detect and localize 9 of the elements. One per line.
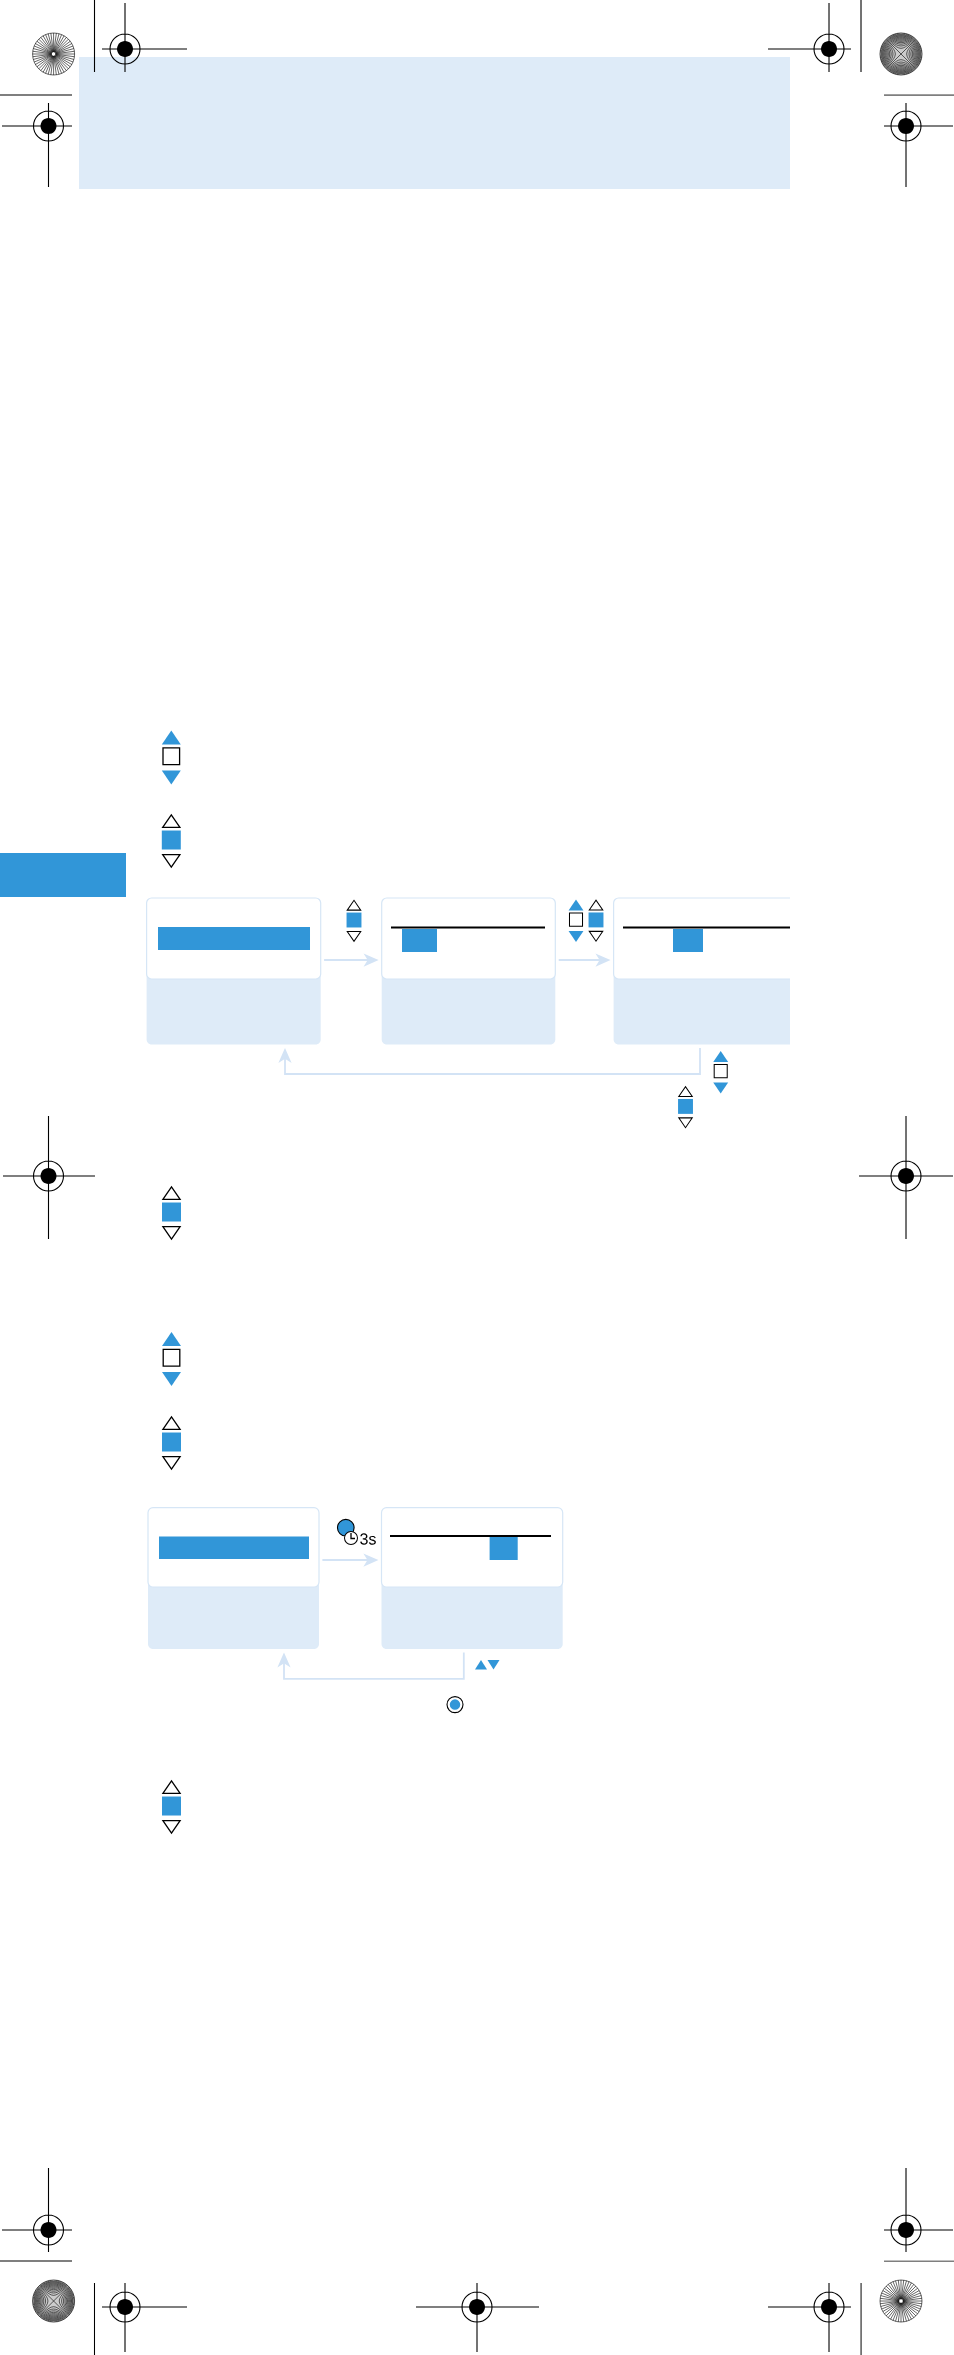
- edge-label: 3s: [358, 1532, 378, 1546]
- section-tab: [0, 853, 126, 897]
- display-screen: [380, 1507, 564, 1649]
- display-screen: [147, 1507, 320, 1649]
- return-arrow: [278, 1047, 701, 1075]
- display-screen: [381, 897, 556, 1045]
- return-arrow: [277, 1651, 465, 1680]
- display-screen: [613, 897, 791, 1045]
- display-screen: [146, 897, 322, 1045]
